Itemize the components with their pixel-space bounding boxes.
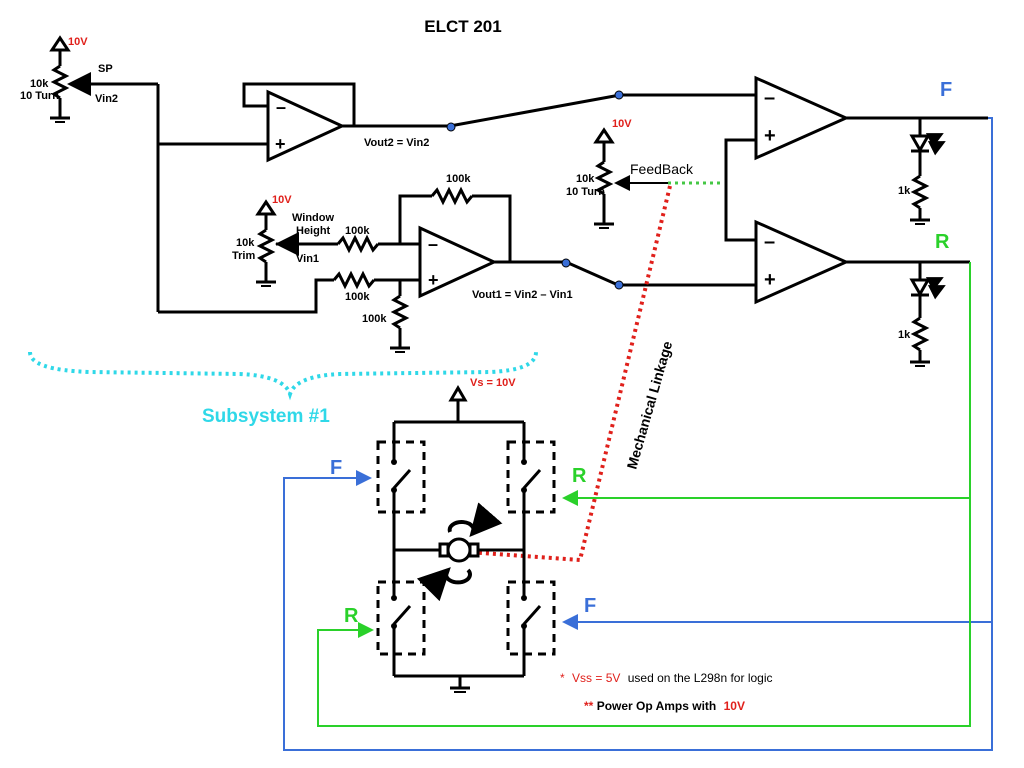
sp-turns-label: 10 Turn	[20, 90, 59, 102]
mechanical-linkage-label: Mechanical Linkage	[624, 339, 676, 471]
buffer-opamp-minus: –	[276, 97, 286, 117]
vout1-node	[561, 258, 571, 268]
r-in-top-label: 100k	[345, 225, 370, 237]
output-f-label: F	[940, 79, 952, 101]
hbridge-right-top-label: R	[572, 465, 587, 487]
feedback-turns-label: 10 Turn	[566, 186, 605, 198]
note-power-opamps: ** Power Op Amps with 10V	[584, 699, 745, 713]
diagram-title: ELCT 201	[424, 17, 501, 36]
motor	[438, 537, 480, 563]
difference-opamp-minus: –	[428, 234, 438, 254]
hbridge-contacts	[391, 459, 527, 629]
note-vss: * Vss = 5V used on the L298n for logic	[560, 671, 773, 685]
r-ground-label: 100k	[362, 313, 387, 325]
window-supply-label: 10V	[272, 194, 292, 206]
difference-wires	[158, 186, 756, 353]
comparator-wires	[724, 116, 988, 264]
r-feedback-label: 100k	[446, 173, 471, 185]
vout2-label: Vout2 = Vin2	[364, 137, 429, 149]
window-title-line2: Height	[296, 225, 331, 237]
mechanical-linkage-line	[467, 185, 672, 563]
window-potentiometer	[255, 199, 300, 287]
led-r	[909, 262, 946, 367]
rotation-arrow-bottom	[416, 567, 472, 602]
comparator-r-minus: –	[764, 231, 775, 253]
sp-potentiometer	[49, 35, 71, 123]
buffer-opamp	[266, 89, 346, 163]
hbridge	[392, 385, 542, 693]
led-f	[909, 118, 946, 225]
feedback-supply-label: 10V	[612, 118, 632, 130]
window-trim-label: Trim	[232, 250, 255, 262]
switch-top-node	[614, 90, 624, 100]
hbridge-left-top-label: F	[330, 457, 342, 479]
buffer-opamp-plus: +	[275, 134, 286, 154]
difference-opamp-plus: +	[428, 270, 439, 290]
comparator-f-opamp	[754, 75, 850, 161]
svg-text:** Power Op Amps with: ** Power Op Amps with 10V	[584, 699, 745, 713]
subsystem-label: Subsystem #1	[202, 406, 330, 427]
window-title-line1: Window	[292, 212, 334, 224]
r-control-wire	[317, 262, 971, 727]
feedback-potentiometer	[593, 127, 668, 229]
led-f-resistor-label: 1k	[898, 185, 911, 197]
feedback-label: FeedBack	[630, 161, 694, 177]
switch-bottom-node	[614, 280, 624, 290]
subsystem-brace	[28, 351, 538, 401]
output-r-label: R	[935, 231, 950, 253]
sp-wiper-label: SP	[98, 63, 113, 75]
rotation-arrow-top	[447, 502, 503, 538]
vout1-label: Vout1 = Vin2 – Vin1	[472, 289, 573, 301]
sp-supply-label: 10V	[68, 36, 88, 48]
difference-opamp	[418, 225, 498, 299]
comparator-f-plus: +	[764, 125, 776, 147]
vs-label: Vs = 10V	[470, 377, 516, 389]
led-r-resistor-label: 1k	[898, 329, 911, 341]
comparator-f-minus: –	[764, 87, 775, 109]
hbridge-switch-boxes	[376, 440, 556, 656]
vin2-label: Vin2	[95, 93, 118, 105]
r-in-bottom-label: 100k	[345, 291, 370, 303]
sp-wiper-wire	[67, 72, 160, 312]
window-value-label: 10k	[236, 237, 255, 249]
svg-text:* Vss = 5V used on: * Vss = 5V used on the L298n for logic	[560, 671, 773, 685]
buffer-wires	[158, 82, 756, 146]
feedback-value-label: 10k	[576, 173, 595, 185]
comparator-r-plus: +	[764, 269, 776, 291]
comparator-r-opamp	[754, 219, 850, 305]
sp-value-label: 10k	[30, 78, 49, 90]
hbridge-right-bottom-label: F	[584, 595, 596, 617]
f-control-wire	[283, 117, 993, 751]
vin1-label: Vin1	[296, 253, 319, 265]
hbridge-left-bottom-label: R	[344, 605, 359, 627]
vout2-node	[446, 122, 456, 132]
